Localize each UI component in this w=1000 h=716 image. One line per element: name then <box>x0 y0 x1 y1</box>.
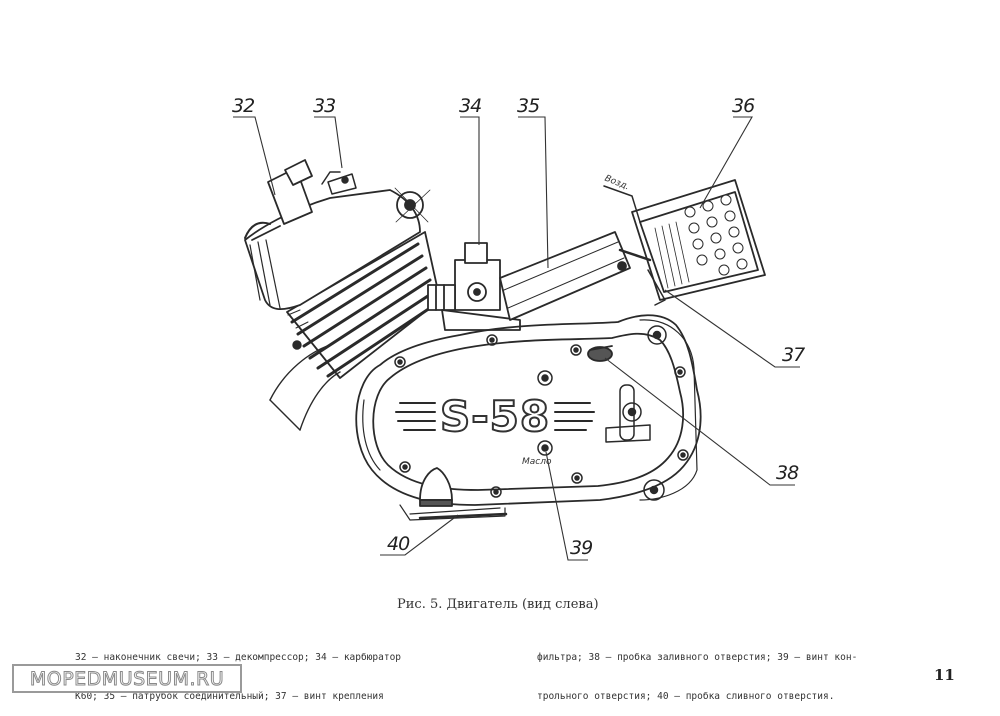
figure-caption: Рис. 5. Двигатель (вид слева) <box>397 597 599 612</box>
callout-34: 34 <box>459 95 482 117</box>
air-filter <box>603 179 766 306</box>
decompressor <box>321 171 357 195</box>
callout-39: 39 <box>570 537 593 559</box>
legend-line: 32 — наконечник свечи; 33 — декомпрессор… <box>75 652 402 663</box>
crankcase-inner <box>372 332 685 491</box>
oil-filler-plug <box>587 345 613 362</box>
oil-label: Масло <box>522 457 552 467</box>
carburetor <box>427 242 521 331</box>
callout-36: 36 <box>732 95 755 117</box>
engine-badge: S-58 <box>439 391 551 442</box>
page-number: 11 <box>934 666 955 684</box>
legend-line: фильтра; 38 — пробка заливного отверстия… <box>537 652 858 663</box>
intake-pipe <box>499 231 631 321</box>
callout-32: 32 <box>232 95 255 117</box>
legend-right: фильтра; 38 — пробка заливного отверстия… <box>537 625 857 716</box>
crankcase-flange-lower <box>399 504 506 521</box>
crankcase-outline <box>355 314 702 506</box>
leader-lines <box>233 116 800 561</box>
callout-35: 35 <box>517 95 540 117</box>
drain-plug <box>409 467 508 520</box>
callout-37: 37 <box>782 344 805 366</box>
callout-40: 40 <box>387 533 410 555</box>
watermark: MOPEDMUSEUM.RU <box>12 664 242 693</box>
crankcase-rim <box>362 399 381 471</box>
frame-bracket <box>269 340 341 431</box>
spark-plug-cap <box>244 159 313 241</box>
callout-33: 33 <box>313 95 336 117</box>
legend-line: К60; 35 — патрубок соединительный; 37 — … <box>75 691 384 702</box>
legend-left: 32 — наконечник свечи; 33 — декомпрессор… <box>75 625 401 716</box>
clutch-lever <box>605 384 651 443</box>
legend-line: трольного отверстия; 40 — пробка сливног… <box>537 691 835 702</box>
flywheel-cover-right <box>639 319 698 501</box>
crankcase-bolts <box>394 325 689 501</box>
callout-38: 38 <box>776 462 799 484</box>
badge-stripes <box>395 402 595 431</box>
